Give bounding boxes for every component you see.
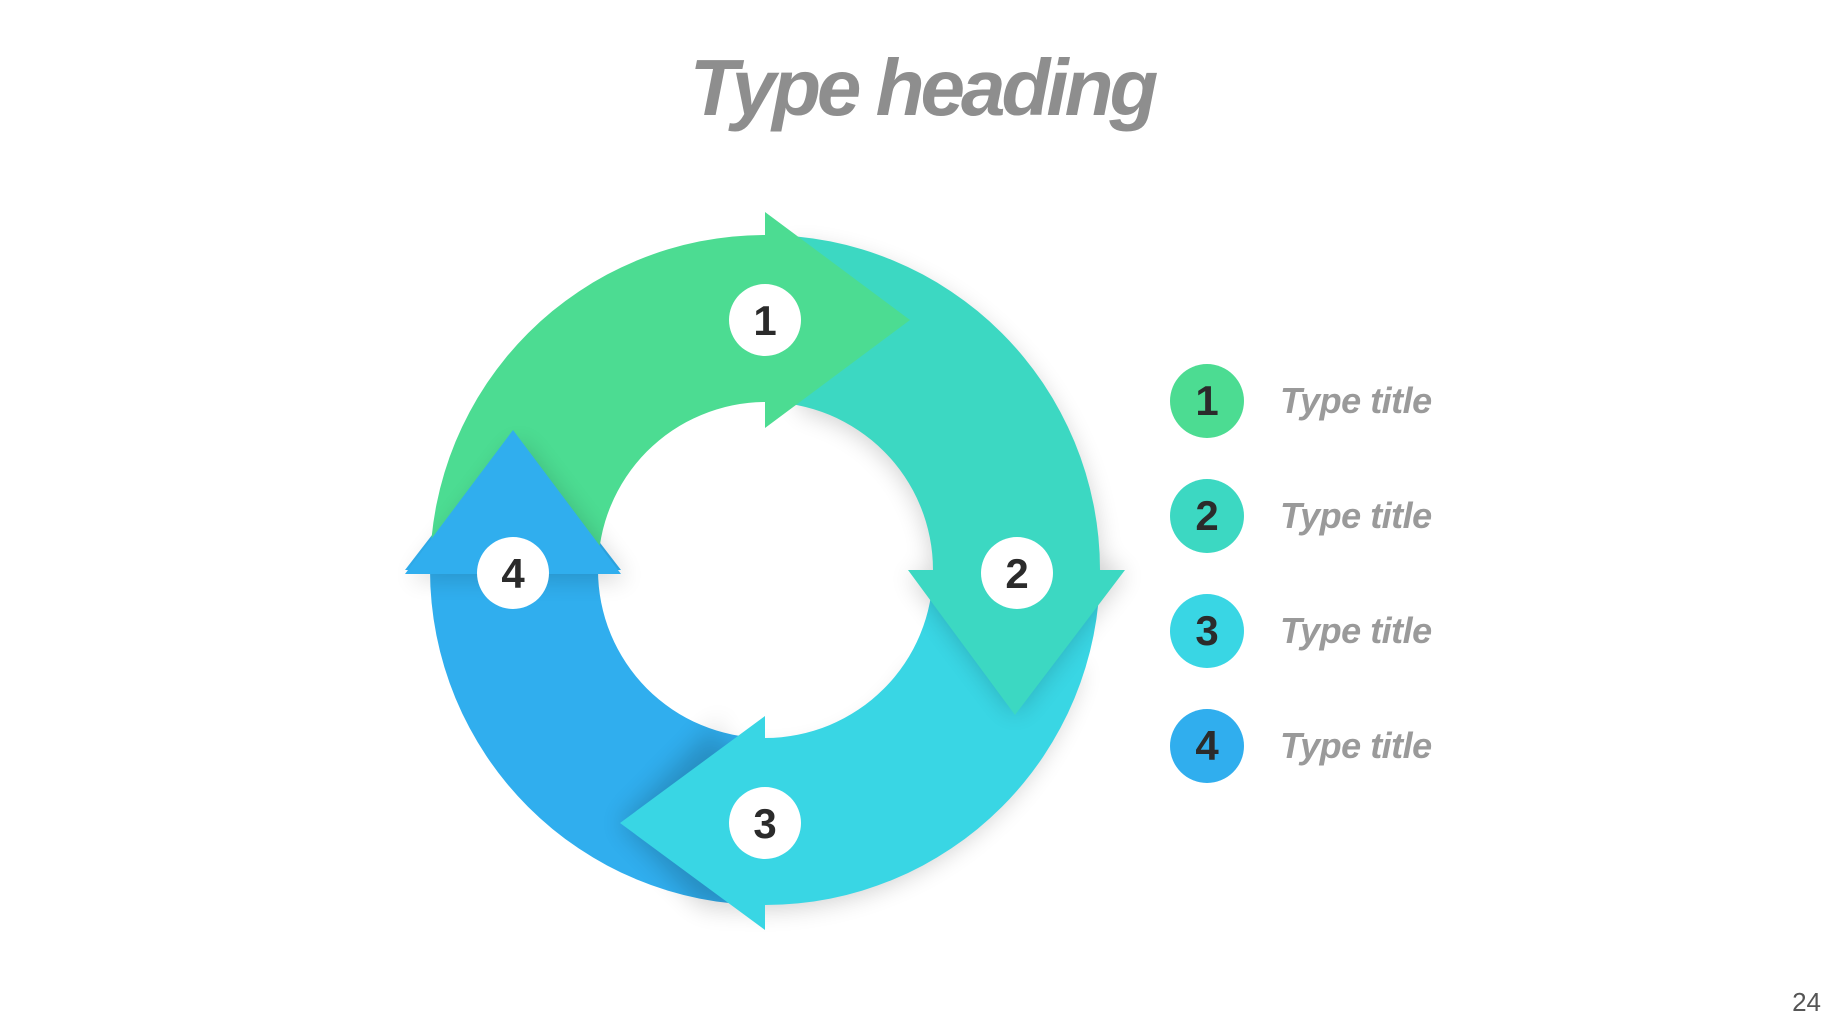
legend-item-4: 4 Type title xyxy=(1170,709,1590,783)
cycle-marker-2: 2 xyxy=(981,537,1053,609)
cycle-marker-1: 1 xyxy=(729,284,801,356)
page-number: 24 xyxy=(1792,987,1821,1017)
cycle-marker-2-label: 2 xyxy=(1005,550,1028,597)
cycle-marker-1-label: 1 xyxy=(753,297,776,344)
cycle-arrowhead-4 xyxy=(405,430,627,580)
legend-item-1: 1 Type title xyxy=(1170,364,1590,438)
legend-badge-1: 1 xyxy=(1170,364,1244,438)
legend-badge-3: 3 xyxy=(1170,594,1244,668)
legend-item-3: 3 Type title xyxy=(1170,594,1590,668)
cycle-marker-3-label: 3 xyxy=(753,800,776,847)
legend: 1 Type title 2 Type title 3 Type title 4… xyxy=(1170,364,1590,824)
legend-badge-2: 2 xyxy=(1170,479,1244,553)
legend-item-2: 2 Type title xyxy=(1170,479,1590,553)
cycle-marker-4: 4 xyxy=(477,537,549,609)
legend-title-2: Type title xyxy=(1280,495,1432,536)
legend-title-3: Type title xyxy=(1280,610,1432,651)
legend-title-1: Type title xyxy=(1280,380,1432,421)
page-title: Type heading xyxy=(689,43,1159,132)
legend-badge-4: 4 xyxy=(1170,709,1244,783)
legend-title-4: Type title xyxy=(1280,725,1432,766)
cycle-marker-3: 3 xyxy=(729,787,801,859)
cycle-marker-4-label: 4 xyxy=(501,550,525,597)
